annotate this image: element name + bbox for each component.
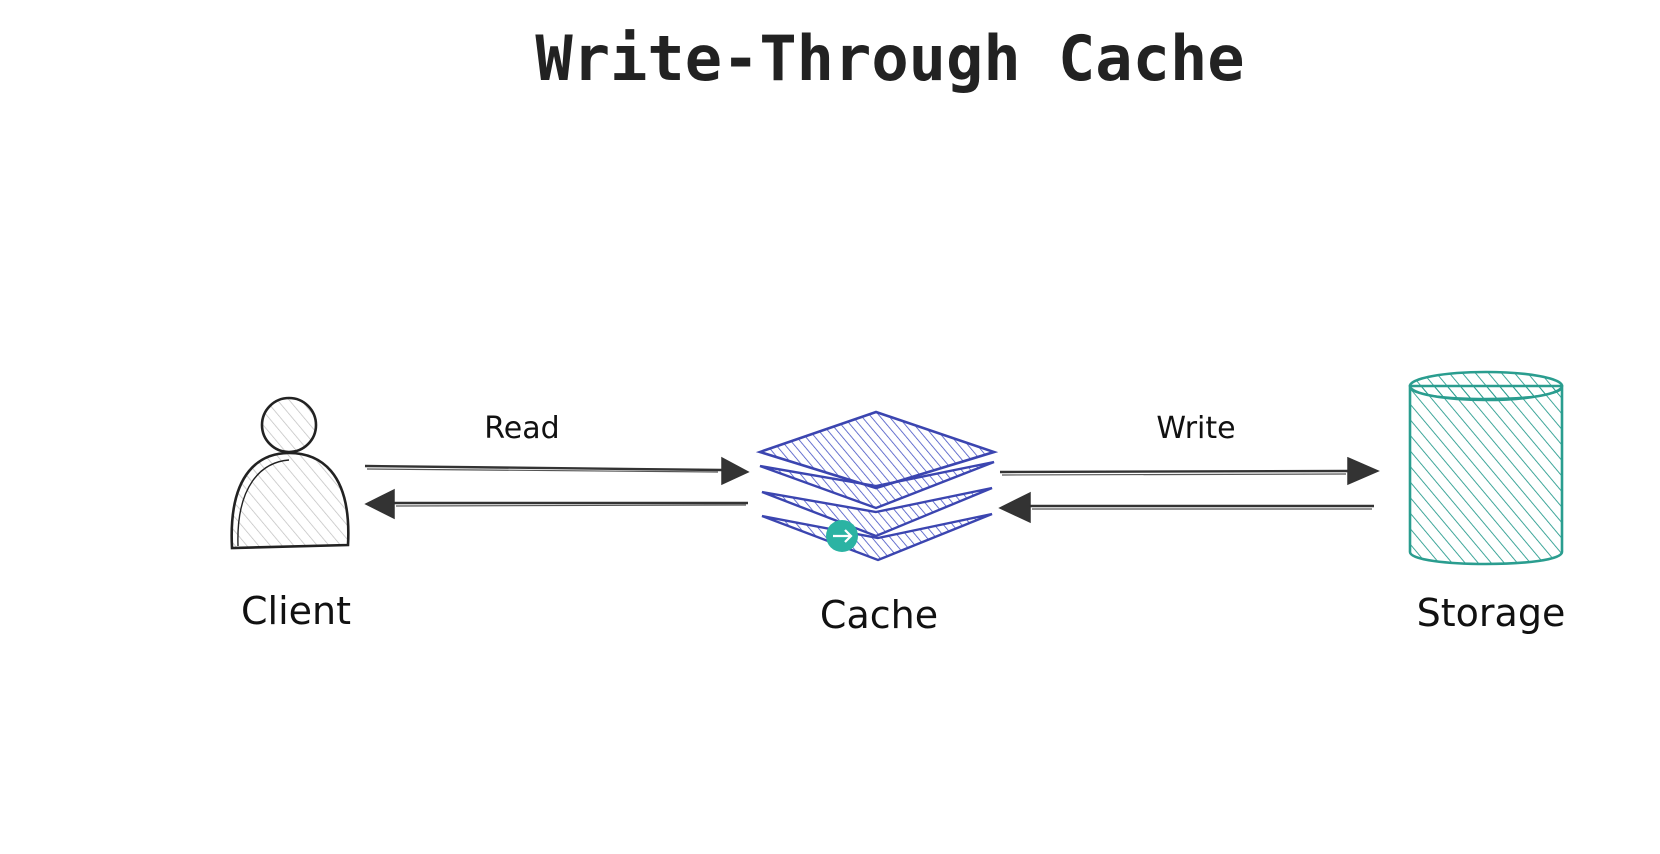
database-cylinder-icon	[1408, 370, 1564, 566]
write-edge[interactable]: Write	[998, 411, 1380, 524]
read-label: Read	[484, 411, 559, 446]
read-arrow-back	[364, 488, 748, 520]
client-node[interactable]: Client	[230, 396, 351, 633]
cache-label: Cache	[820, 593, 938, 637]
storage-node[interactable]: Storage	[1408, 370, 1566, 635]
read-arrow-forward	[364, 456, 750, 486]
client-label: Client	[241, 589, 351, 633]
person-icon	[230, 396, 350, 550]
write-arrow-forward	[999, 456, 1380, 486]
arrow-right-cursor-icon	[826, 520, 858, 552]
write-arrow-back	[998, 491, 1374, 524]
cache-node[interactable]: Cache	[755, 410, 999, 637]
storage-label: Storage	[1417, 591, 1566, 635]
stacked-layers-icon	[755, 410, 999, 562]
write-label: Write	[1156, 411, 1235, 446]
read-edge[interactable]: Read	[364, 411, 750, 520]
page-title: Write-Through Cache	[535, 22, 1245, 95]
